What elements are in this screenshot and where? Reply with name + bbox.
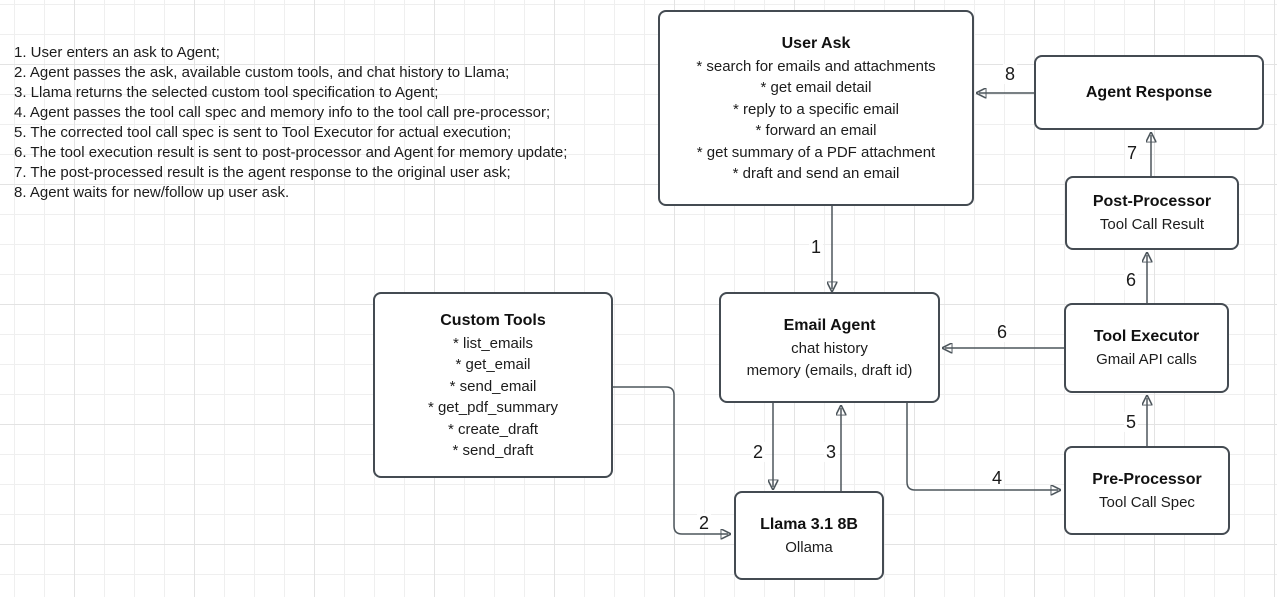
steps-list: 1. User enters an ask to Agent; 2. Agent… — [14, 43, 567, 203]
node-user-ask-item: * draft and send an email — [732, 165, 900, 182]
node-user-ask-item: * forward an email — [755, 122, 877, 139]
node-email-agent-title: Email Agent — [783, 317, 876, 334]
node-agent-response: Agent Response — [1034, 55, 1264, 130]
node-custom-tools-item: * create_draft — [447, 420, 539, 438]
node-user-ask-item: * search for emails and attachments — [696, 57, 936, 75]
node-agent-response-title: Agent Response — [1085, 83, 1213, 101]
node-llama-title: Llama 3.1 8B — [760, 515, 858, 533]
edge-label-2-tools: 2 — [696, 513, 712, 533]
step-line-5: 5. The corrected tool call spec is sent … — [14, 124, 512, 141]
step-line-4: 4. Agent passes the tool call spec and m… — [14, 104, 551, 121]
node-user-ask-item: * get email detail — [760, 79, 872, 96]
edge-label-4: 4 — [989, 468, 1005, 488]
node-user-ask-item: * reply to a specific email — [733, 100, 899, 118]
node-pre-processor-subtitle: Tool Call Spec — [1099, 493, 1195, 511]
edge-2-custom-tools-to-llama — [613, 386, 728, 534]
node-custom-tools-item: * get_email — [455, 356, 531, 373]
edge-label-2-agent: 2 — [750, 442, 766, 462]
step-line-7: 7. The post-processed result is the agen… — [14, 164, 511, 181]
edge-label-6-post: 6 — [1123, 270, 1139, 290]
step-line-2: 2. Agent passes the ask, available custo… — [14, 64, 510, 81]
node-custom-tools: Custom Tools * list_emails * get_email *… — [373, 292, 613, 478]
node-tool-executor: Tool Executor Gmail API calls — [1064, 303, 1229, 393]
edge-label-3: 3 — [823, 442, 839, 462]
node-custom-tools-item: * get_pdf_summary — [427, 399, 559, 416]
node-email-agent: Email Agent chat history memory (emails,… — [719, 292, 940, 403]
edge-label-6-agent: 6 — [994, 322, 1010, 342]
node-post-processor-title: Post-Processor — [1092, 193, 1212, 211]
step-line-6: 6. The tool execution result is sent to … — [14, 144, 568, 161]
node-post-processor-subtitle: Tool Call Result — [1099, 216, 1205, 234]
step-line-8: 8. Agent waits for new/follow up user as… — [14, 184, 290, 201]
step-line-1: 1. User enters an ask to Agent; — [14, 44, 220, 61]
node-email-agent-line: chat history — [791, 340, 868, 357]
node-post-processor: Post-Processor Tool Call Result — [1065, 176, 1239, 250]
node-llama: Llama 3.1 8B Ollama — [734, 491, 884, 580]
node-custom-tools-item: * list_emails — [452, 334, 534, 352]
node-pre-processor-title: Pre-Processor — [1092, 470, 1202, 488]
node-user-ask: User Ask * search for emails and attachm… — [658, 10, 974, 206]
edge-label-5: 5 — [1123, 412, 1139, 432]
edge-label-7: 7 — [1124, 143, 1140, 163]
node-custom-tools-item: * send_draft — [452, 442, 534, 459]
node-tool-executor-subtitle: Gmail API calls — [1096, 351, 1197, 369]
edge-4-email-agent-to-pre-processor — [906, 403, 1058, 490]
node-email-agent-line: memory (emails, draft id) — [746, 361, 913, 379]
node-pre-processor: Pre-Processor Tool Call Spec — [1064, 446, 1230, 535]
node-user-ask-item: * get summary of a PDF attachment — [696, 143, 936, 161]
node-custom-tools-title: Custom Tools — [440, 311, 546, 329]
edge-label-1: 1 — [808, 237, 824, 257]
node-tool-executor-title: Tool Executor — [1093, 328, 1200, 346]
node-user-ask-title: User Ask — [781, 34, 851, 52]
edge-label-8: 8 — [1002, 64, 1018, 84]
node-custom-tools-item: * send_email — [449, 377, 537, 395]
node-llama-subtitle: Ollama — [785, 538, 833, 556]
step-line-3: 3. Llama returns the selected custom too… — [14, 84, 439, 101]
